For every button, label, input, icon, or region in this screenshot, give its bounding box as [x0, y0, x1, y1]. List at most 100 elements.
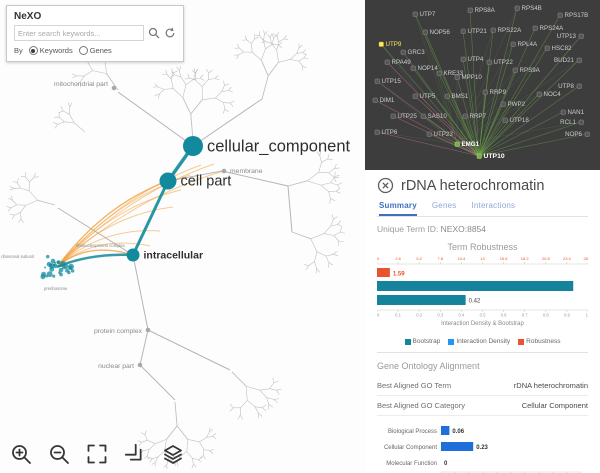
term-node[interactable] [159, 172, 177, 190]
gene-node[interactable]: UTP9 [378, 41, 402, 48]
gene-node[interactable]: UTP7 [412, 11, 436, 18]
tab-genes[interactable]: Genes [431, 201, 457, 210]
svg-text:10.4: 10.4 [458, 256, 467, 261]
expand-subtree-button[interactable] [122, 441, 148, 467]
term-node-label: cellular_component [207, 137, 351, 155]
gene-label: RRP9 [490, 89, 507, 96]
cluster-node[interactable] [59, 272, 63, 277]
gene-node[interactable]: UTP21 [460, 28, 487, 35]
section-term-robustness: Term Robustness [447, 242, 518, 252]
gene-node[interactable]: RPS4B [514, 5, 542, 12]
term-node-minor[interactable] [145, 327, 151, 333]
cluster-node[interactable] [50, 258, 56, 264]
gene-node[interactable]: UTP18 [502, 117, 529, 124]
term-node-minor[interactable] [111, 85, 117, 91]
zoom-in-button[interactable] [8, 441, 34, 467]
cluster-node[interactable] [56, 260, 60, 265]
gene-network-panel[interactable]: UTP7 RPS8A RPS4B RPS17B NOP56 UTP21 RPS22A RPS2… [365, 0, 600, 170]
gene-node[interactable]: UTP6 [374, 129, 398, 136]
layers-button[interactable] [160, 441, 186, 467]
gene-label: NOP14 [418, 65, 439, 72]
gene-node[interactable]: NOP6 [565, 131, 590, 138]
gene-node[interactable]: UTP22 [486, 59, 513, 66]
gene-node[interactable]: UTP25 [390, 113, 417, 120]
gene-node[interactable]: NOP14 [410, 65, 439, 72]
close-icon[interactable] [377, 177, 394, 194]
svg-text:1.59: 1.59 [393, 272, 405, 278]
gene-label: PWP2 [508, 101, 526, 108]
gene-node[interactable]: PWP2 [500, 101, 526, 108]
gene-node[interactable]: NOP56 [422, 29, 450, 36]
search-icon[interactable] [148, 27, 160, 39]
gene-node[interactable]: BMS1 [444, 93, 469, 100]
gene-node[interactable]: BUD21 [554, 57, 582, 64]
gene-node[interactable]: RRP9 [482, 89, 507, 96]
reset-search-icon[interactable] [164, 27, 176, 39]
cluster-node[interactable] [58, 267, 64, 273]
gene-node[interactable]: MPP10 [454, 74, 482, 81]
gene-node[interactable]: UTP8 [558, 83, 582, 90]
cluster-node[interactable] [70, 269, 75, 273]
gene-node[interactable]: RPS22A [490, 27, 523, 34]
radio-keywords-circle[interactable] [28, 46, 38, 55]
cluster-node[interactable] [62, 266, 66, 270]
gene-node[interactable]: RPS8A [467, 7, 496, 14]
cluster-node[interactable] [44, 266, 47, 269]
term-node-minor[interactable] [221, 168, 227, 174]
gene-node[interactable]: RPS17B [557, 12, 588, 19]
radio-keywords[interactable]: Keywords [28, 46, 73, 55]
cluster-node[interactable] [49, 266, 55, 272]
zoom-out-button[interactable] [46, 441, 72, 467]
gene-label: UTP8 [558, 83, 574, 90]
gene-label: RPS22A [498, 27, 523, 34]
gene-network-canvas[interactable]: UTP7 RPS8A RPS4B RPS17B NOP56 UTP21 RPS22A RPS2… [365, 0, 600, 170]
radio-genes[interactable]: Genes [78, 46, 112, 55]
gene-node[interactable]: EMG1 [454, 141, 480, 148]
cluster-node[interactable] [45, 254, 50, 259]
cluster-node[interactable] [53, 263, 58, 269]
gene-node[interactable]: UTP5 [412, 93, 436, 100]
gene-node[interactable]: SAS10 [420, 113, 447, 120]
tab-summary[interactable]: Summary [379, 201, 417, 216]
gene-node[interactable]: UTP13 [557, 33, 584, 40]
gene-node[interactable]: NOC4 [536, 91, 561, 98]
gene-node[interactable]: GRC3 [400, 49, 425, 56]
cluster-node[interactable] [60, 260, 66, 267]
gene-node[interactable]: NAN1 [560, 109, 585, 116]
term-node[interactable] [126, 248, 140, 262]
term-node-minor[interactable] [137, 362, 143, 368]
gene-node[interactable]: RCL1 [560, 119, 584, 126]
gene-label: NAN1 [568, 109, 585, 116]
term-node-label: ribosomal subunit [1, 254, 35, 259]
cluster-node[interactable] [52, 274, 56, 278]
cluster-node[interactable] [67, 270, 71, 275]
gene-node[interactable]: UTP10 [476, 153, 505, 160]
bar-go-0 [441, 426, 450, 435]
gene-node[interactable]: DIM1 [372, 97, 395, 104]
gene-label: RCL1 [560, 119, 576, 126]
radio-genes-circle[interactable] [78, 46, 88, 55]
tab-interactions[interactable]: Interactions [471, 201, 516, 210]
gene-node[interactable]: UTP4 [460, 56, 484, 63]
gene-node[interactable]: RPS24A [532, 25, 564, 32]
gene-node[interactable]: UTP15 [374, 78, 401, 85]
term-node[interactable] [183, 136, 203, 156]
fit-screen-button[interactable] [84, 441, 110, 467]
gene-node[interactable]: RPS9A [512, 67, 541, 74]
cluster-node[interactable] [68, 263, 74, 270]
cluster-node[interactable] [40, 274, 46, 280]
gene-node[interactable]: HSC82 [544, 45, 572, 52]
app-title: NeXO [14, 11, 42, 22]
gene-node[interactable]: KRE33 [436, 70, 464, 77]
gene-node[interactable]: UTP23 [426, 131, 453, 138]
svg-text:15.6: 15.6 [500, 256, 509, 261]
cluster-node[interactable] [46, 271, 53, 278]
gene-node[interactable]: RRP7 [462, 113, 487, 120]
gene-node[interactable]: RPL4A [510, 41, 538, 48]
svg-text:7.8: 7.8 [438, 256, 444, 261]
search-input[interactable] [14, 25, 144, 41]
gene-node[interactable]: RPA49 [384, 59, 411, 66]
svg-text:0.3: 0.3 [437, 313, 443, 318]
